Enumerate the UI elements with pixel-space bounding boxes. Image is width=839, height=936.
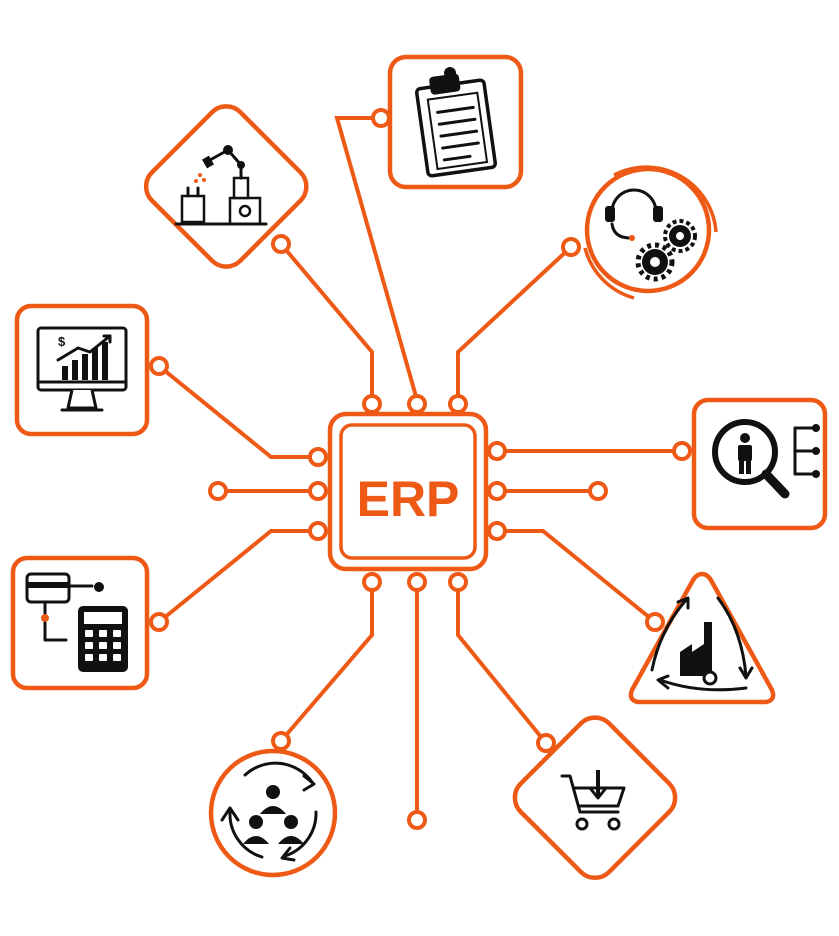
chip-pin-bottom-left [362, 572, 382, 592]
module-orbit-arc [583, 247, 635, 300]
node-bottom-stub [407, 810, 427, 830]
chip-pin-left-top [308, 447, 328, 467]
module-document-management [387, 54, 524, 190]
robot-arm-icon [174, 145, 268, 226]
chip-pin-top-right [448, 394, 468, 414]
chip-pin-right-bottom [487, 521, 507, 541]
wire-accounting [157, 529, 316, 624]
chip-pin-bottom-center [407, 572, 427, 592]
wire-customer-service [456, 245, 573, 400]
module-team-collaboration [208, 748, 338, 878]
junction-nodes [149, 108, 692, 830]
card-calculator-icon [25, 572, 128, 672]
monitor-chart-icon: $ [36, 326, 128, 412]
headset-gears-icon [605, 188, 697, 282]
erp-label: ERP [357, 471, 460, 527]
module-orbit-arc [613, 165, 718, 233]
node-team [271, 731, 291, 751]
node-production [645, 612, 665, 632]
erp-chip-outer [327, 411, 489, 572]
clipboard-icon [414, 67, 498, 178]
chip-pin-top-center [407, 394, 427, 414]
factory-cycle-icon [650, 596, 754, 692]
module-customer-service [583, 165, 718, 300]
node-manufacturing [271, 234, 291, 254]
svg-text:$: $ [58, 334, 66, 349]
node-right-stub [588, 481, 608, 501]
shopping-cart-icon [560, 770, 626, 831]
chip-pin-right-top [487, 441, 507, 461]
node-accounting [149, 612, 169, 632]
module-accounting [10, 555, 150, 691]
chip-pin-left-bottom [308, 521, 328, 541]
node-purchasing [536, 733, 556, 753]
module-frame [628, 571, 776, 705]
connector-wires [157, 116, 682, 820]
wire-team [279, 582, 374, 743]
node-analytics [149, 356, 169, 376]
module-human-resources [691, 397, 828, 531]
node-left-stub [208, 481, 228, 501]
module-financial-analytics: $ [14, 303, 150, 437]
wire-purchasing [456, 582, 548, 745]
wire-production [499, 529, 657, 624]
module-manufacturing [143, 104, 309, 269]
node-hr [672, 441, 692, 461]
node-customer-service [561, 237, 581, 257]
node-document [371, 108, 391, 128]
chip-pin-bottom-right [448, 572, 468, 592]
people-cycle-icon [220, 761, 318, 862]
module-frame [143, 104, 309, 269]
wire-document [334, 116, 419, 401]
chip-pin-right-middle [487, 481, 507, 501]
chip-pin-left-middle [308, 481, 328, 501]
wire-manufacturing [279, 242, 374, 400]
module-purchasing [512, 715, 678, 881]
erp-chip-inner [339, 423, 477, 560]
chip-pin-top-left [362, 394, 382, 414]
wire-analytics [157, 364, 316, 459]
magnify-person-icon [712, 419, 820, 499]
module-frame [512, 715, 678, 881]
erp-hub: ERP [327, 411, 489, 572]
module-production-cycle [628, 571, 776, 705]
